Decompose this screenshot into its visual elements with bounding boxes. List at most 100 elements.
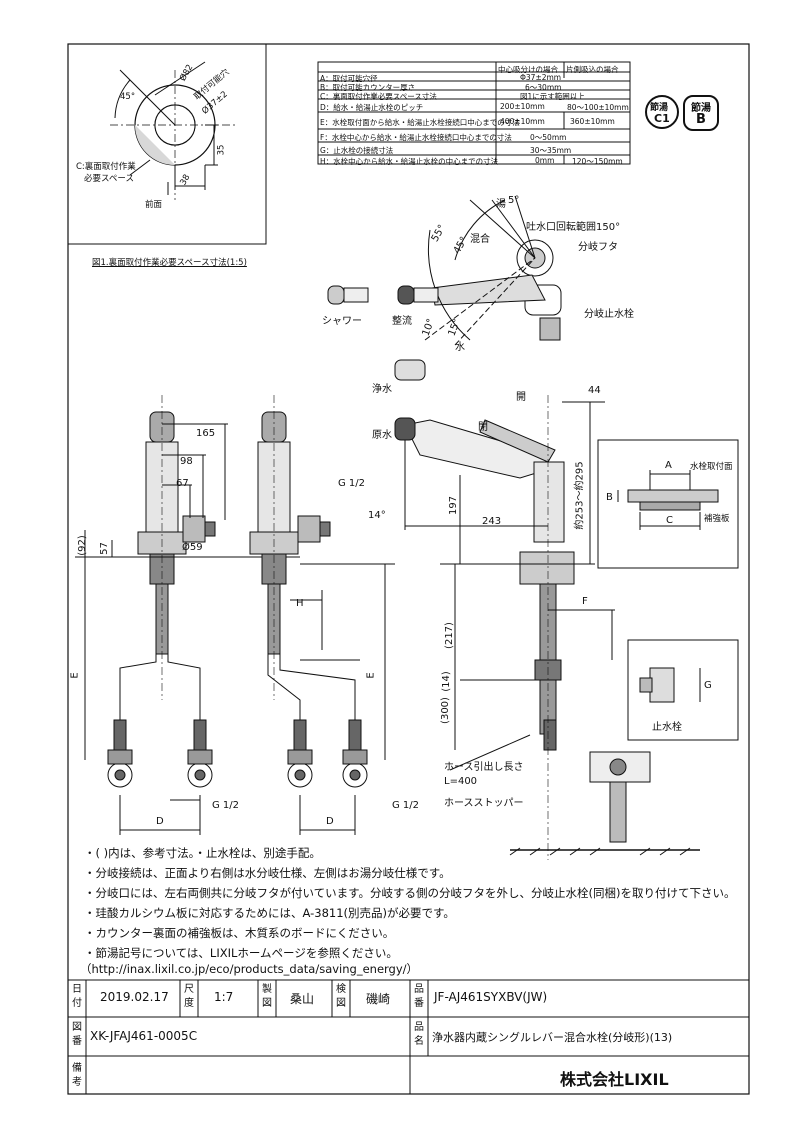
right-dim-14deg: 14° bbox=[368, 510, 386, 521]
note-line: ・分岐接続は、正面より右側は水分岐仕様、左側はお湯分岐仕様です。 bbox=[84, 866, 451, 880]
right-open: 開 bbox=[516, 392, 526, 403]
front-dim-98: 98 bbox=[180, 456, 193, 467]
spec-row-label: C：裏面取付作業必要スペース寸法 bbox=[320, 92, 437, 101]
right-raw: 原水 bbox=[372, 430, 392, 441]
note-url: （http://inax.lixil.co.jp/eco/products_da… bbox=[80, 962, 419, 976]
tb-drawing: XK-JFAJ461-0005C bbox=[90, 1029, 198, 1043]
spout-mix: 混合 bbox=[470, 234, 490, 245]
water-saving-badge-grade: C1 bbox=[654, 112, 670, 125]
front-dim-67: 67 bbox=[176, 478, 189, 489]
spec-row-value: 6〜30mm bbox=[525, 83, 562, 92]
spec-row-value: 図1に示す範囲以上 bbox=[520, 92, 585, 101]
note-line: ・節湯記号については、LIXILホームページを参照ください。 bbox=[84, 946, 398, 960]
side-h: H bbox=[296, 598, 304, 609]
fig1-space-label-2: 必要スペース bbox=[84, 174, 134, 184]
side-g12: G 1/2 bbox=[338, 478, 366, 489]
spec-row-value: 30〜35mm bbox=[530, 146, 572, 155]
spec-head-b: 片側吸込の場合 bbox=[566, 65, 619, 74]
note-line: ・分岐口には、左右両側共に分岐フタが付いています。分岐する側の分岐フタを外し、分… bbox=[84, 886, 736, 900]
right-hose-len: ホース引出し長さ bbox=[444, 762, 524, 773]
tb-drawn-label: 製図 bbox=[262, 984, 272, 1009]
tb-name: 浄水器内蔵シングルレバー混合水栓(分岐形)(13) bbox=[432, 1031, 673, 1044]
spec-row-label: D：給水・給湯止水栓のピッチ bbox=[320, 103, 424, 112]
tb-name-label: 品名 bbox=[414, 1022, 424, 1047]
right-dim-217: (217) bbox=[443, 622, 455, 649]
right-dim-197: 197 bbox=[448, 495, 460, 516]
right-dim-14: (14) bbox=[440, 671, 452, 692]
front-g12: G 1/2 bbox=[212, 800, 240, 811]
water-saving-badge-top: 節湯 bbox=[650, 103, 669, 113]
tb-date: 2019.02.17 bbox=[100, 990, 169, 1004]
spec-row-label: G：止水栓の接続寸法 bbox=[320, 146, 394, 155]
note-line: ・カウンター裏面の補強板は、木質系のボードにください。 bbox=[84, 926, 395, 940]
tb-drawn: 桑山 bbox=[290, 992, 315, 1006]
right-dim-253: 約253〜約295 bbox=[574, 461, 586, 530]
right-purified: 浄水 bbox=[372, 384, 392, 395]
counter-a: A bbox=[665, 460, 672, 471]
side-e: E bbox=[365, 672, 377, 679]
spec-row-label: E：水栓取付面から給水・給湯止水栓接続口中心までの寸法 bbox=[320, 118, 520, 127]
tb-date-label: 日付 bbox=[72, 984, 82, 1009]
spec-row-label: A：取付可能穴径 bbox=[320, 74, 378, 83]
spec-row-label: B：取付可能カウンター厚さ bbox=[320, 83, 416, 92]
spec-head-a: 中心吸分けの場合 bbox=[498, 65, 558, 74]
tb-product-label: 品番 bbox=[414, 984, 424, 1009]
spec-row-value: Φ37±2mm bbox=[520, 73, 562, 82]
front-dim-92: (92) bbox=[76, 535, 88, 556]
counter-reinforce: 補強板 bbox=[704, 514, 730, 524]
spec-row-value: 0mm bbox=[535, 156, 555, 165]
spec-row-value: 200±10mm bbox=[500, 102, 545, 111]
spout-water: 水 bbox=[455, 342, 465, 353]
company-logo-text: 株式会社LIXIL bbox=[560, 1070, 669, 1089]
spec-row-label: H：水栓中心から給水・給湯止水栓の中心までの寸法 bbox=[320, 157, 499, 166]
right-hose-l: L=400 bbox=[444, 776, 478, 787]
tb-remarks-label: 備考 bbox=[72, 1063, 82, 1088]
fig1-space-label-1: C:裏面取付作業 bbox=[76, 162, 136, 172]
tb-drawing-label: 図番 bbox=[72, 1022, 82, 1047]
front-dim-57: 57 bbox=[98, 542, 110, 555]
right-dim-44: 44 bbox=[588, 385, 601, 396]
tb-scale-label: 尺度 bbox=[184, 984, 194, 1009]
fig1-dim-35: 35 bbox=[216, 144, 227, 156]
tb-product: JF-AJ461SYXBV(JW) bbox=[434, 990, 548, 1004]
right-dim-243: 243 bbox=[482, 516, 502, 527]
tb-scale: 1:7 bbox=[214, 990, 234, 1004]
right-hose-stop: ホースストッパー bbox=[444, 798, 524, 809]
note-line: ・( )内は、参考寸法。・止水栓は、別途手配。 bbox=[84, 846, 321, 860]
valve-g: G bbox=[704, 680, 712, 691]
spout-straight: 整流 bbox=[392, 316, 412, 327]
spout-hot: 湯 bbox=[496, 199, 506, 210]
front-dim-165: 165 bbox=[196, 428, 216, 439]
spout-shower: シャワー bbox=[322, 316, 362, 327]
right-dim-300: (300) bbox=[439, 697, 451, 724]
front-dia-59: Ø59 bbox=[182, 542, 203, 553]
spout-rotation: 吐水口回転範囲150° bbox=[526, 222, 621, 233]
spout-branch-valve: 分岐止水栓 bbox=[584, 309, 634, 320]
counter-mount-face: 水栓取付面 bbox=[690, 462, 733, 472]
counter-b: B bbox=[606, 492, 613, 503]
front-e: E bbox=[69, 672, 81, 679]
fig1-angle: 45° bbox=[120, 92, 136, 102]
fig1-caption: 図1.裏面取付作業必要スペース寸法(1:5) bbox=[92, 258, 247, 268]
spec-row-value: 120〜150mm bbox=[572, 157, 623, 166]
tb-checked-label: 検図 bbox=[336, 984, 346, 1009]
spec-row-label: F：水栓中心から給水・給湯止水栓接続口中心までの寸法 bbox=[320, 133, 512, 142]
hot-saving-badge-top: 節湯 bbox=[691, 103, 711, 114]
side-d: D bbox=[326, 816, 334, 827]
front-d: D bbox=[156, 816, 164, 827]
side-g12-bottom: G 1/2 bbox=[392, 800, 420, 811]
note-line: ・珪酸カルシウム板に対応するためには、A-3811(別売品)が必要です。 bbox=[84, 906, 455, 920]
spec-row-value: 400±10mm bbox=[500, 117, 545, 126]
hot-saving-badge-grade: B bbox=[696, 112, 706, 127]
right-f: F bbox=[582, 596, 588, 607]
right-closed: 閉 bbox=[478, 422, 488, 433]
tb-checked: 磯崎 bbox=[366, 992, 391, 1006]
spec-row-value: 360±10mm bbox=[570, 117, 615, 126]
counter-c: C bbox=[666, 515, 673, 526]
valve-label: 止水栓 bbox=[652, 722, 682, 733]
fig1-front: 前面 bbox=[145, 200, 163, 210]
spec-row-value: 80〜100±10mm bbox=[567, 103, 629, 112]
spec-row-value: 0〜50mm bbox=[530, 133, 567, 142]
spout-angle-5: 5° bbox=[508, 195, 520, 206]
